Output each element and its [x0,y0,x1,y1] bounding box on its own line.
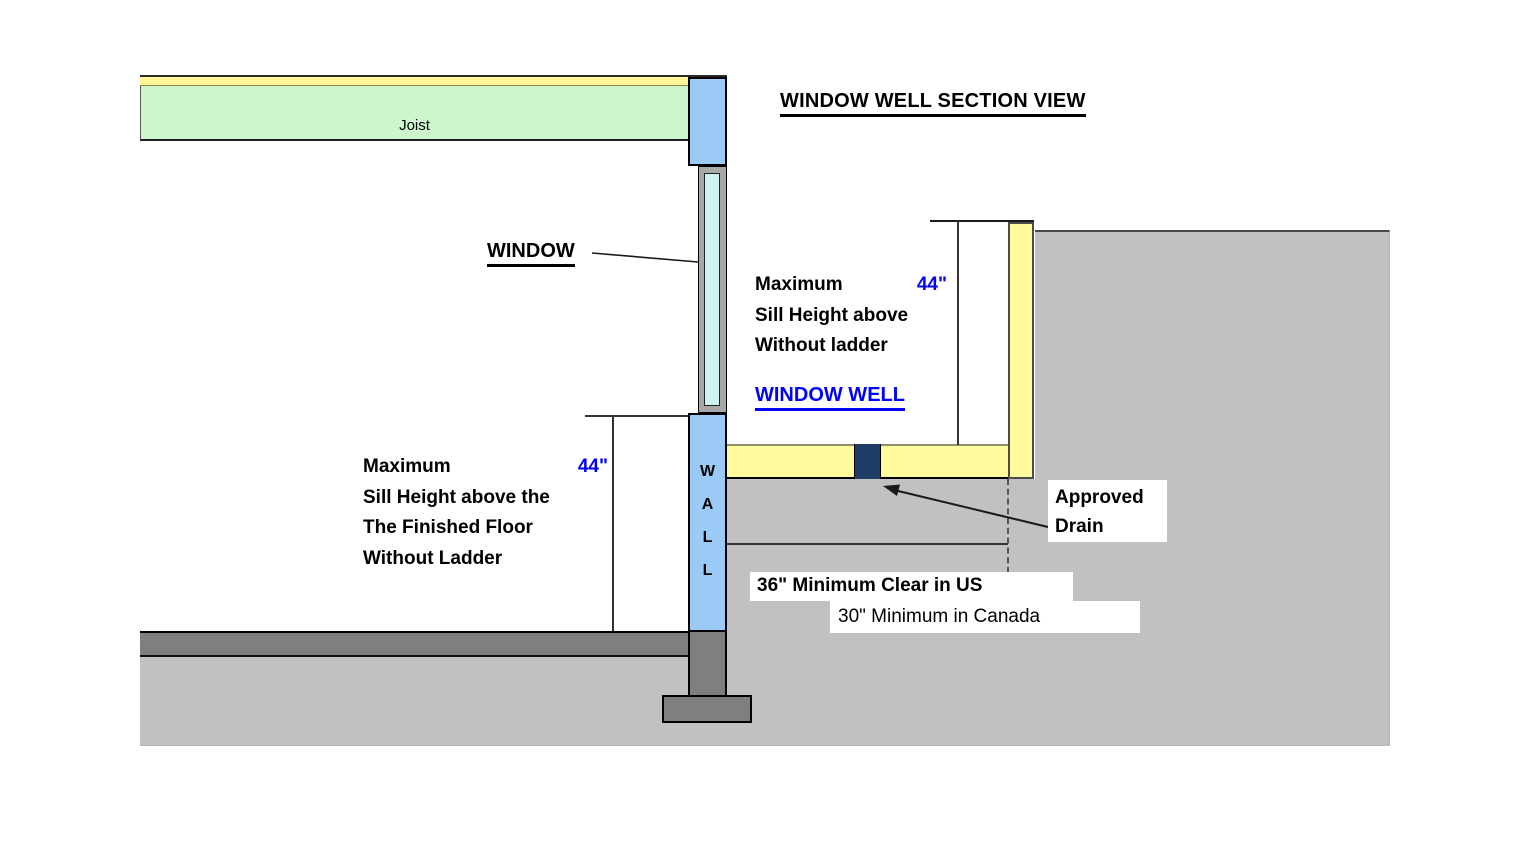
window-well-label: WINDOW WELL [755,384,905,411]
window-frame [698,166,727,413]
page-title: WINDOW WELL SECTION VIEW [780,90,1086,117]
wall-letter: A [701,496,714,513]
dimension-extension-dashed [1007,479,1009,573]
wall-letter: W [699,463,716,480]
dimension-cap-line-left [585,415,688,417]
clearance-canada-label: 30" Minimum in Canada [830,601,1140,633]
window-callout-label: WINDOW [487,240,575,267]
right-sill-value: 44" [916,274,947,295]
left-sill-value: 44" [577,456,608,477]
drain [854,444,881,479]
left-sill-line4: Without Ladder [363,547,503,569]
wall-letter: L [702,562,713,579]
earth-below-slab [140,657,727,746]
dimension-line-clearance [727,543,1008,545]
left-sill-line3: The Finished Floor [363,517,533,538]
clearance-us-label: 36" Minimum Clear in US [750,572,1073,601]
joist-band: Joist [140,86,688,141]
approved-drain-line2: Drain [1055,516,1104,537]
foundation-stem [688,631,727,697]
footing [662,695,752,723]
right-sill-annotation: Maximum 44" Sill Height above Without la… [755,270,947,362]
right-sill-line3: Without ladder [755,335,888,356]
basement-floor-slab [140,631,690,657]
right-sill-text: Maximum [755,274,843,295]
subfloor-strip [140,77,688,86]
wall-letter: L [702,529,713,546]
window-leader-line [591,252,699,263]
wall-label: W A L L [690,455,725,587]
approved-drain-label: Approved Drain [1048,480,1167,542]
left-sill-line2: Sill Height above the [363,486,550,508]
dimension-cap-line-right [930,220,1034,222]
right-sill-line2: Sill Height above [755,304,909,326]
dimension-line-left-sill [612,416,614,631]
joist-label: Joist [399,117,430,134]
window-glass [704,173,720,406]
left-sill-annotation: Maximum 44" Sill Height above the The Fi… [363,452,608,574]
dimension-line-right-sill [957,221,959,445]
well-outer-wall [1008,222,1034,479]
left-sill-text: Maximum [363,456,451,477]
wall-top-block [688,77,727,166]
floor-top-line [140,75,727,77]
approved-drain-line1: Approved [1055,487,1144,508]
wall-column: W A L L [688,413,727,632]
